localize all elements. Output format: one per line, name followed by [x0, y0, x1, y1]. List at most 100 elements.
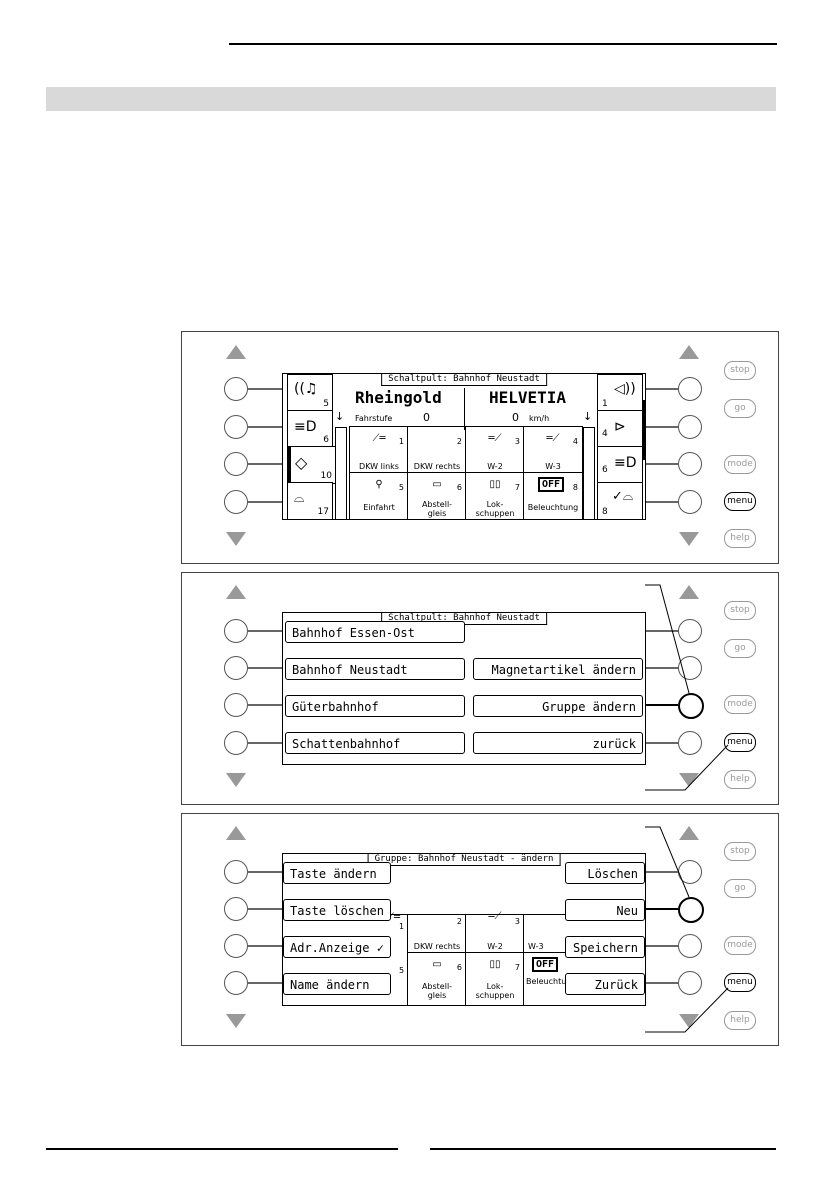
key-stub — [644, 426, 678, 428]
bg-cell-2: 2 DKW rechts — [407, 914, 466, 953]
soft-key-left-2[interactable] — [224, 656, 248, 680]
switch-cell-7[interactable]: ▯▯ 7 Lok- schuppen — [465, 472, 524, 519]
bg-num-1: 1 — [399, 922, 405, 931]
soft-key-left-4[interactable] — [224, 971, 248, 995]
go-key[interactable]: go — [724, 879, 756, 898]
go-key[interactable]: go — [724, 399, 756, 418]
scroll-up-right[interactable] — [679, 345, 699, 359]
stop-key[interactable]: stop — [724, 842, 756, 861]
menu-item-essen-ost[interactable]: Bahnhof Essen-Ost — [285, 621, 465, 643]
mode-key[interactable]: mode — [724, 455, 756, 474]
soft-key-right-3[interactable] — [678, 693, 704, 719]
scroll-up-right[interactable] — [679, 826, 699, 840]
scrollbar-right[interactable] — [642, 400, 645, 460]
func-right-3[interactable]: ≡D 6 — [597, 446, 643, 484]
adr-anzeige-toggle[interactable]: Adr.Anzeige ✓ — [283, 936, 391, 958]
cell-num: 6 — [456, 963, 462, 972]
name-aendern-button[interactable]: Name ändern — [283, 973, 391, 995]
scroll-up-left[interactable] — [226, 585, 246, 599]
soft-key-right-2[interactable] — [678, 415, 702, 439]
soft-key-left-3[interactable] — [224, 693, 248, 717]
func-left-2[interactable]: ≡D 6 — [287, 410, 333, 448]
zurueck-button[interactable]: zurück — [473, 732, 643, 754]
speed-unit: km/h — [529, 414, 550, 423]
switch-cell-6[interactable]: ▭ 6 Abstell- gleis — [407, 472, 466, 519]
mode-key[interactable]: mode — [724, 936, 756, 955]
menu-item-gueterbahnhof[interactable]: Güterbahnhof — [285, 695, 465, 717]
zurueck-button[interactable]: Zurück — [565, 973, 645, 995]
func-right-1[interactable]: ◁)) 1 — [597, 374, 643, 412]
menu-key[interactable]: menu — [724, 973, 756, 992]
func-left-3[interactable]: ◇ 10 — [287, 446, 336, 484]
soft-key-right-4[interactable] — [678, 731, 702, 755]
siding-icon: ▭ — [432, 959, 442, 970]
stop-key[interactable]: stop — [724, 601, 756, 620]
key-stub — [248, 388, 282, 390]
key-stub — [644, 945, 678, 947]
soft-key-right-3[interactable] — [678, 934, 702, 958]
neu-button[interactable]: Neu — [565, 899, 645, 921]
mode-key[interactable]: mode — [724, 695, 756, 714]
soft-key-left-1[interactable] — [224, 860, 248, 884]
scroll-down-left[interactable] — [226, 1014, 246, 1028]
soft-key-left-4[interactable] — [224, 490, 248, 514]
scroll-up-left[interactable] — [226, 826, 246, 840]
key-stub — [644, 982, 678, 984]
display-screen-1: Schaltpult: Bahnhof Neustadt ((♫ 5 ≡D 6 … — [282, 373, 646, 520]
soft-key-right-4[interactable] — [678, 490, 702, 514]
func-right-2[interactable]: ⊳ 4 — [597, 410, 643, 448]
loeschen-button[interactable]: Löschen — [565, 862, 645, 884]
soft-key-right-1[interactable] — [678, 377, 702, 401]
cell-label: DKW rechts — [413, 942, 461, 951]
taste-loeschen-button[interactable]: Taste löschen — [283, 899, 391, 921]
scroll-up-right[interactable] — [679, 585, 699, 599]
taste-aendern-button[interactable]: Taste ändern — [283, 862, 391, 884]
soft-key-left-2[interactable] — [224, 415, 248, 439]
func-num: 1 — [602, 399, 608, 409]
scroll-down-left[interactable] — [226, 773, 246, 787]
switch-cell-5[interactable]: ⚲ 5 Einfahrt — [349, 472, 408, 519]
cell-label: W-3 — [545, 462, 561, 471]
func-right-4[interactable]: ✓⌓ 8 — [597, 482, 643, 519]
scroll-down-right[interactable] — [679, 1014, 699, 1028]
menu-item-neustadt[interactable]: Bahnhof Neustadt — [285, 658, 465, 680]
switch-cell-2[interactable]: 2 DKW rechts — [407, 426, 466, 473]
soft-key-left-2[interactable] — [224, 897, 248, 921]
help-key[interactable]: help — [724, 529, 756, 548]
func-left-4[interactable]: ⌓ 17 — [287, 482, 333, 519]
soft-key-right-2[interactable] — [678, 897, 704, 923]
magnetartikel-aendern-button[interactable]: Magnetartikel ändern — [473, 658, 643, 680]
bg-cell-3: ═⟋ 3 W-2 — [465, 911, 524, 953]
stop-key[interactable]: stop — [724, 361, 756, 380]
scroll-up-left[interactable] — [226, 345, 246, 359]
switch-icon: ⟋═ — [387, 912, 401, 923]
menu-item-schattenbahnhof[interactable]: Schattenbahnhof — [285, 732, 465, 754]
switch-cell-4[interactable]: ═⟋ 4 W-3 — [523, 426, 583, 473]
soft-key-left-3[interactable] — [224, 934, 248, 958]
cell-label: Beleuchtung — [526, 977, 577, 986]
scroll-down-left[interactable] — [226, 532, 246, 546]
soft-key-right-4[interactable] — [678, 971, 702, 995]
switch-cell-1[interactable]: ⟋═ 1 DKW links — [349, 426, 408, 473]
menu-key[interactable]: menu — [724, 492, 756, 511]
soft-key-right-3[interactable] — [678, 452, 702, 476]
soft-key-left-1[interactable] — [224, 377, 248, 401]
key-stub — [248, 908, 282, 910]
gruppe-aendern-button[interactable]: Gruppe ändern — [473, 695, 643, 717]
scroll-down-right[interactable] — [679, 532, 699, 546]
go-key[interactable]: go — [724, 639, 756, 658]
scroll-down-right[interactable] — [679, 773, 699, 787]
speichern-button[interactable]: Speichern — [565, 936, 645, 958]
shed-icon: ▯▯ — [489, 959, 501, 970]
func-num: 6 — [602, 465, 608, 475]
soft-key-right-1[interactable] — [678, 619, 702, 643]
soft-key-left-1[interactable] — [224, 619, 248, 643]
soft-key-left-3[interactable] — [224, 452, 248, 476]
help-key[interactable]: help — [724, 1011, 756, 1030]
menu-key[interactable]: menu — [724, 733, 756, 752]
soft-key-left-4[interactable] — [224, 731, 248, 755]
func-left-1[interactable]: ((♫ 5 — [287, 374, 333, 412]
help-key[interactable]: help — [724, 770, 756, 789]
switch-cell-3[interactable]: ═⟋ 3 W-2 — [465, 426, 524, 473]
switch-cell-8[interactable]: OFF 8 Beleuchtung — [523, 472, 583, 519]
